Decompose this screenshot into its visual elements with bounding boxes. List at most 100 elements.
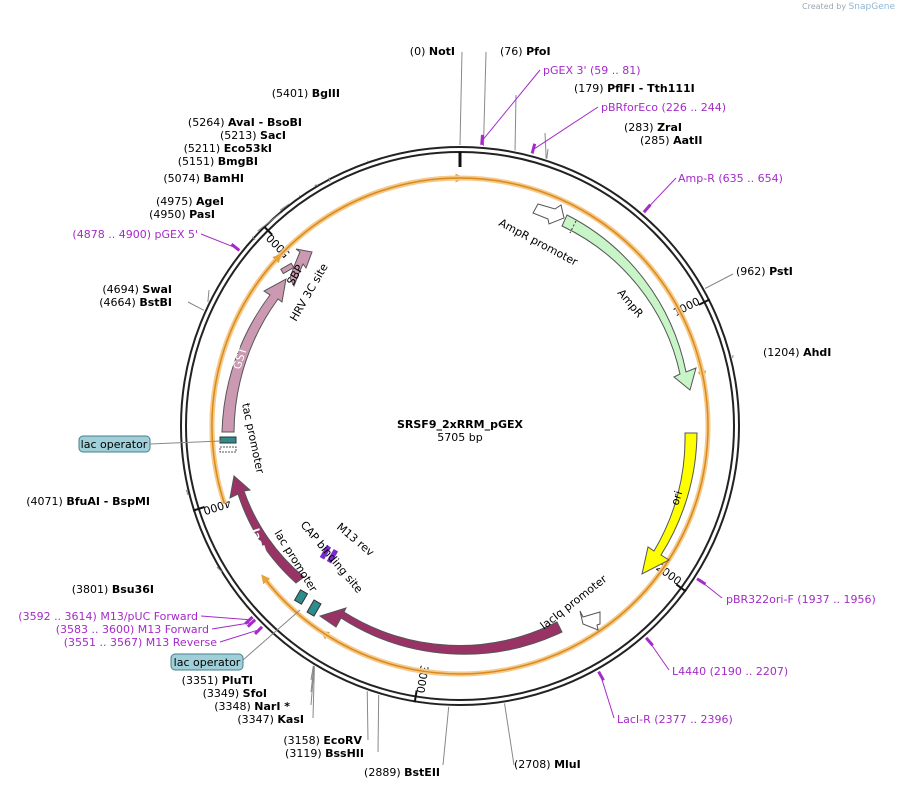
primer-binding-mark xyxy=(530,143,537,154)
site-leader-line xyxy=(328,177,331,183)
laciq-promoter-arrow[interactable] xyxy=(579,610,601,631)
site-name: PluTI xyxy=(222,674,253,687)
primer-name: M13 Forward xyxy=(138,623,209,636)
lac-operator-badge-2[interactable] xyxy=(170,653,244,671)
restriction-site-label[interactable]: (3347) KasI xyxy=(237,713,304,726)
orf-arrows xyxy=(209,173,711,677)
primer-label[interactable]: (3592 .. 3614) M13/pUC Forward xyxy=(18,610,198,623)
lac-operator-leader-1 xyxy=(149,440,222,445)
site-leader-line xyxy=(544,132,547,159)
restriction-site-label[interactable]: (3349) SfoI xyxy=(203,687,267,700)
restriction-site-label[interactable]: (5211) Eco53kI xyxy=(184,142,272,155)
primer-leader-line xyxy=(532,106,599,150)
site-leader-line xyxy=(185,489,189,496)
tac-promoter-operator-box[interactable] xyxy=(219,436,237,444)
primer-range: (4878 .. 4900) xyxy=(72,228,154,241)
primer-annotations: pGEX 3' (59 .. 81) pBRforEco (226 .. 244)… xyxy=(18,64,876,726)
site-leader-line xyxy=(310,665,315,693)
site-position: (3801) xyxy=(72,583,112,596)
site-position: (3347) xyxy=(237,713,277,726)
restriction-site-label[interactable]: (3351) PluTI xyxy=(182,674,253,687)
hrv-3c-site-box[interactable] xyxy=(280,262,295,275)
restriction-site-label[interactable]: (962) PstI xyxy=(736,265,793,278)
primer-leader-line xyxy=(200,233,237,249)
site-position: (5151) xyxy=(178,155,218,168)
cap-binding-site-box[interactable] xyxy=(306,599,322,617)
primer-label[interactable]: (3583 .. 3600) M13 Forward xyxy=(56,623,209,636)
ori-label: ori xyxy=(668,489,685,507)
site-name: BfuAI - BspMI xyxy=(66,495,150,508)
site-position: (2708) xyxy=(514,758,554,771)
primer-label[interactable]: (4878 .. 4900) pGEX 5' xyxy=(72,228,198,241)
restriction-site-label[interactable]: (3158) EcoRV xyxy=(283,734,362,747)
site-leader-line xyxy=(377,694,380,753)
m13-rev-primer-mark-2[interactable] xyxy=(326,548,339,564)
site-position: (76) xyxy=(500,45,526,58)
primer-label[interactable]: L4440 (2190 .. 2207) xyxy=(672,665,788,678)
ampr-promoter-arrow[interactable] xyxy=(532,203,565,225)
restriction-site-label[interactable]: (179) PflFI - Tth111I xyxy=(574,82,695,95)
restriction-site-label[interactable]: (283) ZraI xyxy=(624,121,682,134)
site-leader-line xyxy=(482,51,487,146)
orf-gst-fwd-line xyxy=(283,173,465,252)
restriction-site-label[interactable]: (5074) BamHI xyxy=(163,172,244,185)
site-position: (285) xyxy=(640,134,673,147)
site-name: ZraI xyxy=(657,121,682,134)
restriction-site-label[interactable]: (5213) SacI xyxy=(220,129,286,142)
primer-label[interactable]: (3551 .. 3567) M13 Reverse xyxy=(64,636,217,649)
laci-arrow[interactable] xyxy=(318,607,563,655)
restriction-site-label[interactable]: (4694) SwaI xyxy=(102,283,172,296)
restriction-site-label[interactable]: (0) NotI xyxy=(410,45,455,58)
lac-promoter-box[interactable] xyxy=(293,589,309,605)
lacz-alpha-arrow[interactable] xyxy=(229,475,305,584)
primer-label[interactable]: pGEX 3' (59 .. 81) xyxy=(543,64,641,77)
primer-label[interactable]: pBRforEco (226 .. 244) xyxy=(601,101,726,114)
primer-range: (3592 .. 3614) xyxy=(18,610,100,623)
primer-range: (635 .. 654) xyxy=(718,172,783,185)
restriction-site-label[interactable]: (2889) BstEII xyxy=(364,766,440,779)
created-by-text: Created by xyxy=(802,2,847,11)
primer-name: pGEX 3' xyxy=(543,64,590,77)
restriction-site-label[interactable]: (4950) PasI xyxy=(149,208,215,221)
site-name: PfoI xyxy=(526,45,551,58)
primer-label[interactable]: pBR322ori-F (1937 .. 1956) xyxy=(726,593,876,606)
site-name: MluI xyxy=(554,758,581,771)
tac-promoter-box[interactable] xyxy=(219,446,237,453)
site-leader-line xyxy=(251,236,256,241)
site-leader-line xyxy=(216,566,223,573)
site-name: BmgBI xyxy=(218,155,258,168)
restriction-site-label[interactable]: (5151) BmgBI xyxy=(178,155,258,168)
site-name: PasI xyxy=(189,208,215,221)
restriction-site-label[interactable]: (4071) BfuAI - BspMI xyxy=(26,495,150,508)
primer-label[interactable]: Amp-R (635 .. 654) xyxy=(678,172,783,185)
restriction-site-label[interactable]: (76) PfoI xyxy=(500,45,551,58)
restriction-site-label[interactable]: (4664) BstBI xyxy=(99,296,172,309)
restriction-site-label[interactable]: (5264) AvaI - BsoBI xyxy=(188,116,302,129)
sbp-arrow[interactable] xyxy=(289,248,313,288)
restriction-site-label[interactable]: (3348) NarI * xyxy=(214,700,290,713)
restriction-site-label[interactable]: (3119) BssHII xyxy=(285,747,364,760)
site-leader-line xyxy=(207,289,210,302)
site-name: BglII xyxy=(312,87,340,100)
site-position: (3351) xyxy=(182,674,222,687)
site-position: (0) xyxy=(410,45,429,58)
restriction-site-label[interactable]: (2708) MluI xyxy=(514,758,581,771)
restriction-site-label[interactable]: (4975) AgeI xyxy=(156,195,224,208)
gst-arrow[interactable] xyxy=(221,278,287,433)
restriction-site-label[interactable]: (3801) Bsu36I xyxy=(72,583,154,596)
primer-label[interactable]: LacI-R (2377 .. 2396) xyxy=(617,713,733,726)
site-position: (5401) xyxy=(272,87,312,100)
ori-arrow[interactable] xyxy=(641,432,698,575)
primer-range: (1937 .. 1956) xyxy=(797,593,876,606)
primer-name: Amp-R xyxy=(678,172,718,185)
primer-name: pBRforEco xyxy=(601,101,662,114)
restriction-site-label[interactable]: (1204) AhdI xyxy=(763,346,831,359)
tick-mark xyxy=(675,583,687,593)
primer-name: M13/pUC Forward xyxy=(100,610,198,623)
restriction-site-label[interactable]: (285) AatII xyxy=(640,134,702,147)
restriction-site-label[interactable]: (5401) BglII xyxy=(272,87,340,100)
site-leader-line xyxy=(312,666,315,719)
m13-rev-primer-mark[interactable] xyxy=(319,544,332,560)
primer-leader-line xyxy=(648,640,670,671)
ampr-arrow[interactable] xyxy=(561,214,697,391)
